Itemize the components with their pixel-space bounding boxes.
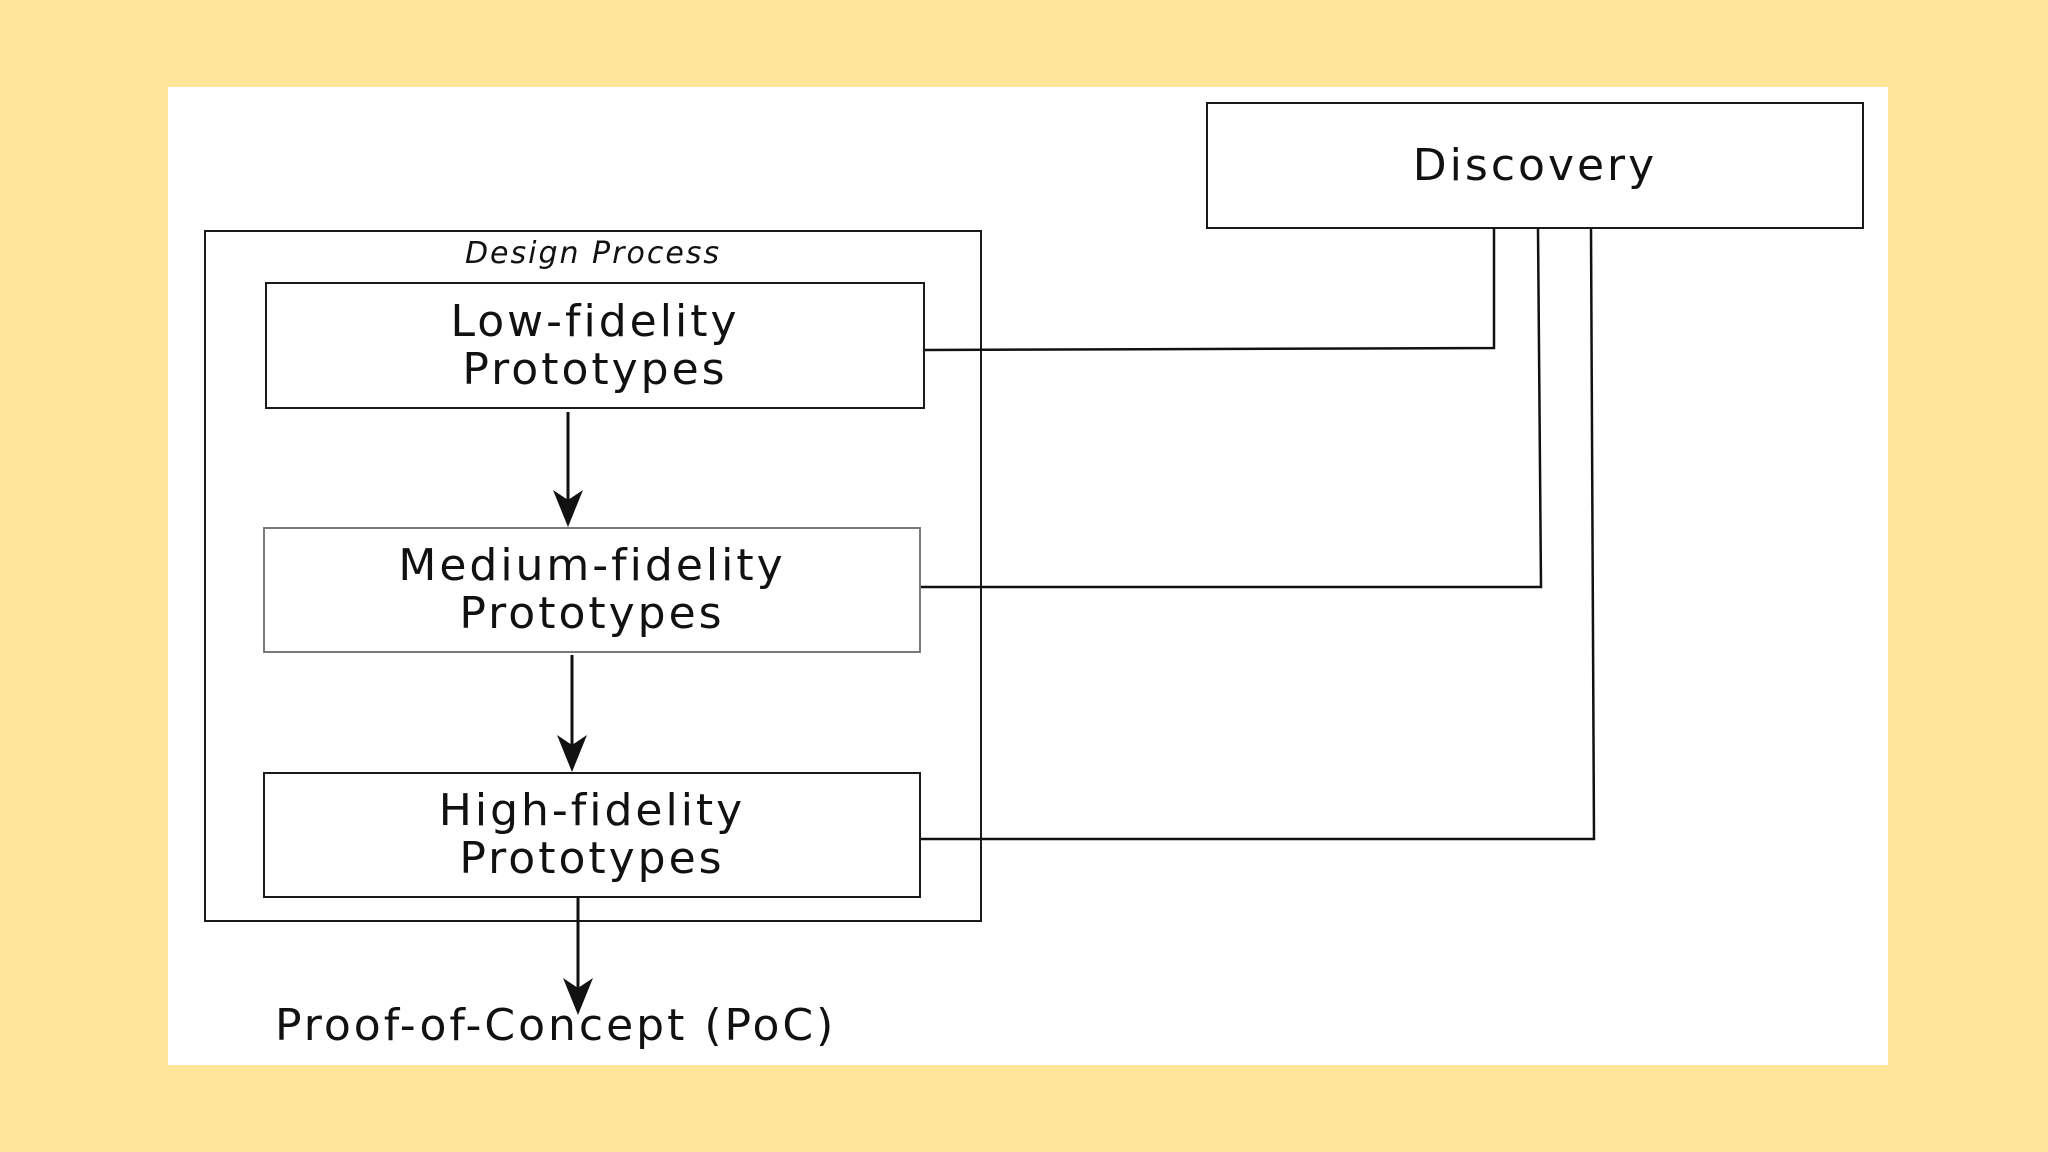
discovery-box: Discovery [1206, 102, 1864, 229]
arrowhead-medium-to-high [557, 735, 587, 772]
discovery-label: Discovery [1412, 139, 1658, 191]
connector-discovery-medium [921, 228, 1543, 589]
connector-discovery-low [924, 229, 1496, 352]
connector-discovery-high [921, 228, 1596, 841]
arrowhead-high-to-poc [563, 978, 593, 1015]
design-process-title: Design Process [464, 236, 722, 271]
poc-label: Proof-of-Concept (PoC) [275, 1000, 837, 1051]
low-fidelity-line1: Low-fidelity [450, 295, 740, 347]
medium-fidelity-box: Medium-fidelity Prototypes [263, 527, 921, 653]
low-fidelity-box: Low-fidelity Prototypes [265, 282, 925, 409]
arrowhead-low-to-medium [553, 490, 583, 527]
high-fidelity-line1: High-fidelity [438, 785, 746, 836]
medium-fidelity-line2: Prototypes [459, 588, 725, 639]
high-fidelity-line2: Prototypes [459, 833, 725, 884]
low-fidelity-line2: Prototypes [462, 343, 728, 395]
medium-fidelity-line1: Medium-fidelity [398, 540, 786, 591]
design-process-group: Design Process [204, 230, 982, 922]
high-fidelity-box: High-fidelity Prototypes [263, 772, 921, 898]
